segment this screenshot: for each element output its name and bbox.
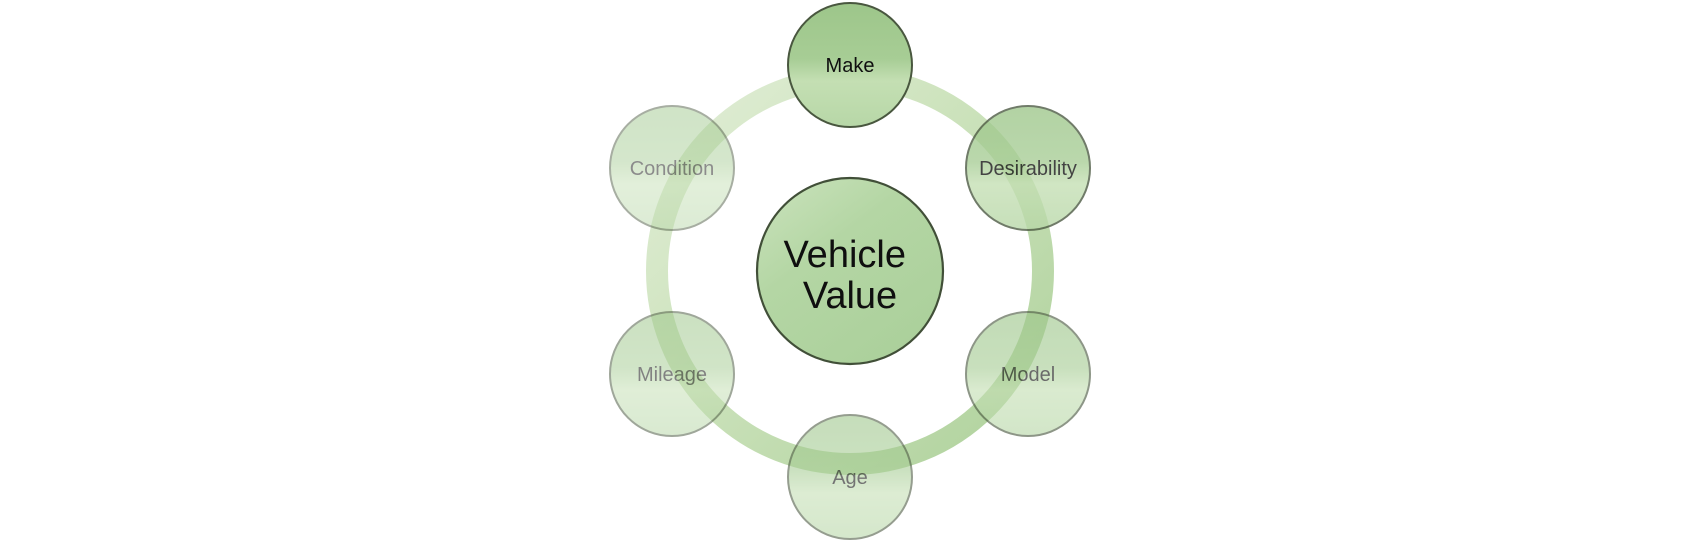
- node-mileage-shape[interactable]: [609, 311, 735, 437]
- node-condition-shape[interactable]: [609, 105, 735, 231]
- node-age[interactable]: Age: [787, 414, 913, 540]
- node-label: Condition: [630, 158, 715, 180]
- node-model[interactable]: Model: [965, 311, 1091, 437]
- node-make-shape[interactable]: [787, 2, 913, 128]
- node-label: Mileage: [637, 364, 707, 386]
- center-node-shape[interactable]: [755, 176, 945, 366]
- node-mileage[interactable]: Mileage: [609, 311, 735, 437]
- node-desirability[interactable]: Desirability: [965, 105, 1091, 231]
- center-node-label: Vehicle Value: [783, 234, 916, 317]
- node-condition[interactable]: Condition: [609, 105, 735, 231]
- node-desirability-shape[interactable]: [965, 105, 1091, 231]
- node-label: Make: [826, 55, 875, 77]
- center-node-vehicle-value[interactable]: Vehicle Value: [755, 176, 945, 366]
- node-label: Desirability: [979, 158, 1077, 180]
- node-label: Age: [832, 467, 868, 489]
- node-model-shape[interactable]: [965, 311, 1091, 437]
- node-make[interactable]: Make: [787, 2, 913, 128]
- node-age-shape[interactable]: [787, 414, 913, 540]
- node-label: Model: [1001, 364, 1055, 386]
